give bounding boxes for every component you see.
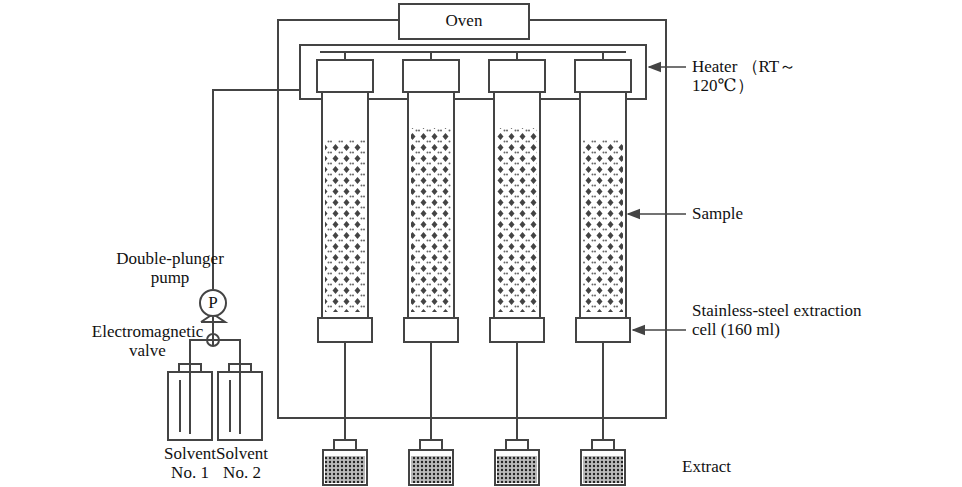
oven-box: Oven bbox=[398, 3, 530, 40]
heater-tube bbox=[516, 52, 518, 60]
oven-chamber bbox=[278, 20, 666, 418]
extract-bottle bbox=[323, 450, 367, 485]
outlet-tube bbox=[516, 342, 518, 440]
solvent-tube bbox=[239, 364, 241, 434]
extract-liquid bbox=[325, 456, 365, 483]
heater-frame bbox=[300, 45, 646, 99]
part-label: Extract bbox=[682, 458, 802, 477]
sample-packing bbox=[411, 128, 451, 312]
heater-tube bbox=[602, 52, 604, 60]
bottle-cap bbox=[420, 440, 442, 450]
bottle-vent bbox=[179, 380, 181, 432]
cell-end-cap bbox=[490, 318, 544, 342]
leader-arrow bbox=[628, 213, 686, 215]
extract-bottle bbox=[409, 450, 453, 485]
leader-arrow bbox=[633, 329, 686, 331]
bottle-cap bbox=[506, 440, 528, 450]
bottle-vent bbox=[229, 380, 231, 432]
solvent-tube bbox=[190, 340, 207, 432]
solvent-tube bbox=[219, 340, 240, 432]
heater-block bbox=[575, 60, 631, 92]
extraction-cell bbox=[408, 92, 454, 318]
part-label: Solvent No. 2 bbox=[210, 445, 274, 482]
sample-packing bbox=[497, 128, 537, 312]
pump-tube bbox=[212, 317, 214, 334]
cell-end-cap bbox=[576, 318, 630, 342]
extraction-cell bbox=[322, 92, 368, 318]
heater-tube bbox=[430, 52, 432, 60]
extract-bottle bbox=[581, 450, 625, 485]
heater-block bbox=[317, 60, 373, 92]
part-label: Electromagnetic valve bbox=[90, 323, 205, 360]
part-label: Heater （RT～120℃） bbox=[692, 58, 807, 95]
extract-bottle bbox=[495, 450, 539, 485]
node-text: Oven bbox=[446, 12, 483, 31]
extract-liquid bbox=[583, 456, 623, 483]
pump-circle: P bbox=[199, 289, 227, 317]
electromagnetic-valve bbox=[207, 334, 219, 346]
cell-end-cap bbox=[318, 318, 372, 342]
feed-tube bbox=[213, 90, 300, 289]
sample-packing bbox=[583, 140, 623, 312]
extract-liquid bbox=[497, 456, 537, 483]
heater-tube bbox=[344, 52, 346, 60]
extract-liquid bbox=[411, 456, 451, 483]
heater-manifold bbox=[320, 51, 626, 53]
part-label: Stainless-steel extraction cell (160 ml) bbox=[692, 302, 870, 339]
bottle-cap bbox=[592, 440, 614, 450]
node-text: P bbox=[208, 294, 217, 313]
heater-block bbox=[403, 60, 459, 92]
outlet-tube bbox=[344, 342, 346, 440]
outlet-tube bbox=[430, 342, 432, 440]
part-label: Double-plunger pump bbox=[110, 250, 230, 287]
sample-packing bbox=[325, 140, 365, 312]
extraction-cell bbox=[494, 92, 540, 318]
solvent-tube bbox=[189, 364, 191, 434]
leader-arrow bbox=[649, 66, 686, 68]
cell-end-cap bbox=[404, 318, 458, 342]
extraction-cell bbox=[580, 92, 626, 318]
part-label: Solvent No. 1 bbox=[158, 445, 222, 482]
heater-block bbox=[489, 60, 545, 92]
part-label: Sample bbox=[692, 205, 812, 224]
valve-cross bbox=[212, 334, 214, 346]
bottle-cap bbox=[334, 440, 356, 450]
outlet-tube bbox=[602, 342, 604, 440]
